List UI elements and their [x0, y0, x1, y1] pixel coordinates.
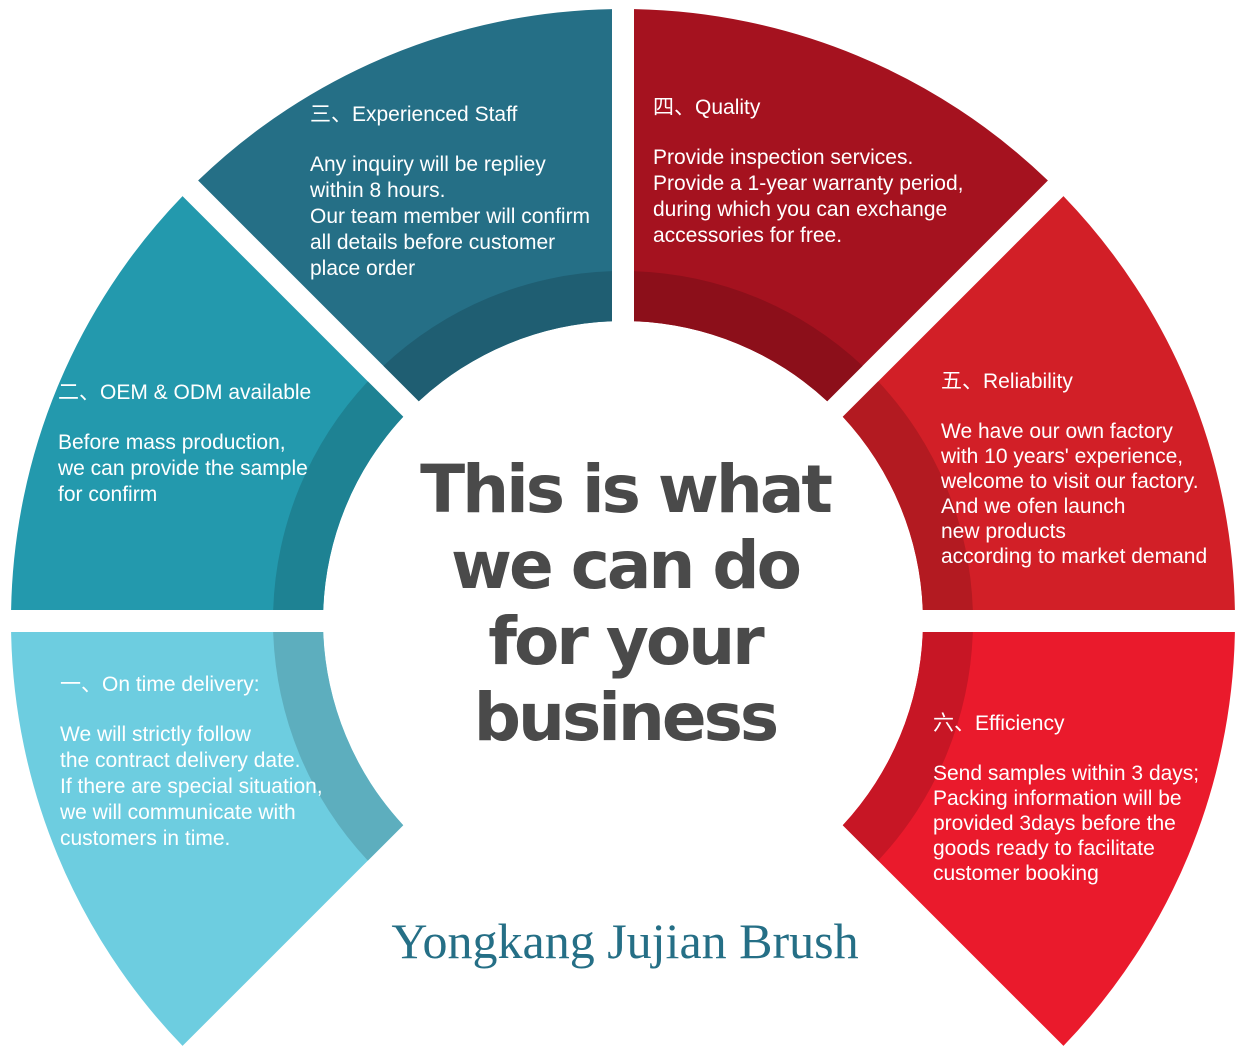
section-oem-odm: 二、OEM & ODM available Before mass produc…: [58, 376, 311, 508]
section-reliability: 五、Reliability We have our own factory wi…: [941, 365, 1207, 569]
section-quality: 四、Quality Provide inspection services. P…: [653, 91, 963, 249]
section-experienced-staff: 三、Experienced Staff Any inquiry will be …: [310, 98, 590, 282]
section-heading: 五、Reliability: [941, 370, 1073, 393]
section-body: Any inquiry will be repliey within 8 hou…: [310, 153, 591, 280]
section-efficiency: 六、Efficiency Send samples within 3 days;…: [933, 707, 1199, 886]
segment-inner-band-experienced-staff: [383, 271, 612, 402]
section-body: We have our own factory with 10 years' e…: [941, 420, 1208, 568]
section-heading: 六、Efficiency: [933, 712, 1065, 735]
section-on-time-delivery: 一、On time delivery: We will strictly fol…: [60, 668, 323, 852]
section-heading: 一、On time delivery:: [60, 673, 260, 696]
section-heading: 四、Quality: [653, 96, 761, 119]
segment-inner-band-efficiency: [842, 632, 973, 861]
segment-inner-band-on-time-delivery: [273, 632, 404, 861]
section-body: Provide inspection services. Provide a 1…: [653, 146, 964, 247]
segment-inner-band-oem-odm: [273, 381, 404, 610]
section-heading: 二、OEM & ODM available: [58, 381, 312, 404]
section-body: Before mass production, we can provide t…: [58, 431, 308, 506]
segment-inner-band-quality: [634, 271, 863, 402]
center-circle: [331, 329, 915, 913]
segment-inner-band-reliability: [842, 381, 973, 610]
section-heading: 三、Experienced Staff: [310, 103, 518, 126]
center-title: This is what we can do for your business: [420, 451, 833, 756]
section-body: Send samples within 3 days; Packing info…: [933, 762, 1200, 885]
brand-name: Yongkang Jujian Brush: [391, 913, 859, 969]
section-body: We will strictly follow the contract del…: [60, 723, 323, 850]
